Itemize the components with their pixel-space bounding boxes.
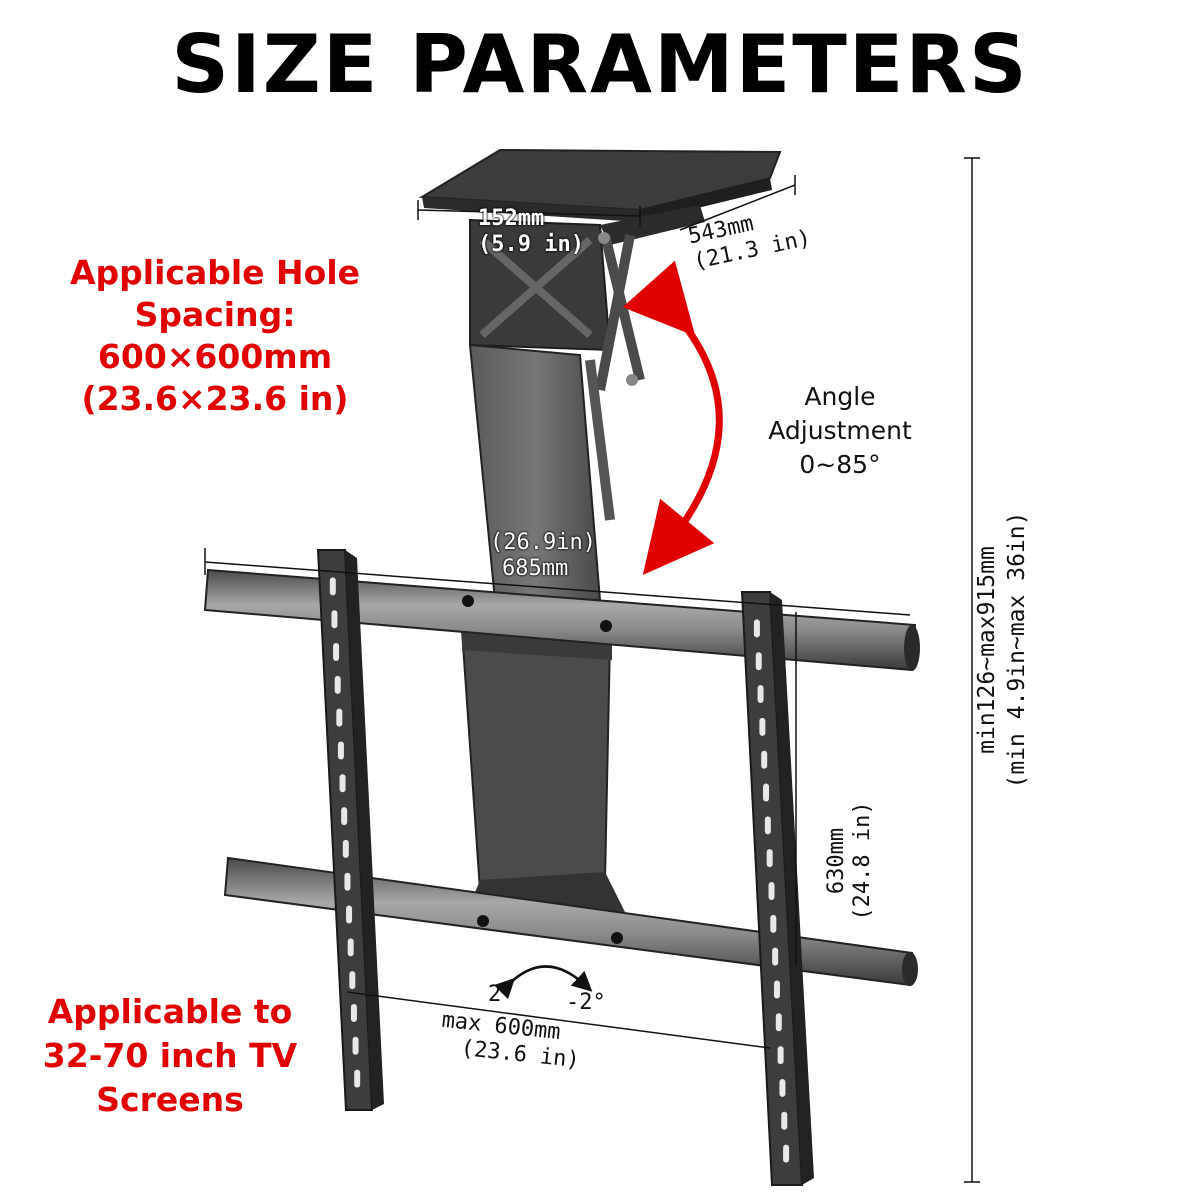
right-vesa-strip [740,591,814,1186]
vesa-height-dim: 630mm (24.8 in) [824,781,876,941]
vesa-slot [757,685,764,704]
hole-spacing-line4: (23.6×23.6 in) [81,379,349,418]
center-plate [460,620,625,912]
total-height-dim: min126~max915mm (min 4.9in~max 36in) [972,490,1032,810]
vesa-slot [346,905,353,924]
hole-spacing-line1: Applicable Hole [69,253,361,292]
screen-size-line1: Applicable to [47,992,293,1031]
screen-size-note: Applicable to 32-70 inch TV Screens [20,990,320,1122]
vesa-slot [783,1144,790,1163]
ceiling-plate [418,148,782,222]
total-height-in: (min 4.9in~max 36in) [1004,511,1030,789]
screen-size-line2: 32-70 inch TV [42,1036,298,1075]
top-plate-mm: 152mm [478,206,545,231]
arm-in: (26.9in) [490,530,596,555]
vesa-slot [331,610,338,629]
tilt-left-label: 2° [488,982,515,1007]
vesa-slot-holes [329,577,790,1163]
vesa-slot [352,1036,359,1055]
lower-crossbar [223,856,918,987]
angle-line2: Adjustment [768,416,912,445]
top-plate-in: (5.9 in) [478,232,584,257]
angle-adjustment-label: Angle Adjustment 0~85° [740,380,940,482]
vesa-slot [329,577,336,596]
dimension-lines [204,157,980,1183]
hole-spacing-note: Applicable Hole Spacing: 600×600mm (23.6… [40,252,390,420]
vesa-slot [342,839,349,858]
page-title: SIZE PARAMETERS [171,18,1029,111]
screen-size-line3: Screens [96,1080,244,1119]
vesa-slot [339,774,346,793]
angle-line1: Angle [804,382,876,411]
upper-crossbar [203,568,920,672]
vesa-slot [775,1013,782,1032]
vesa-slot [779,1078,786,1097]
vesa-slot [755,652,762,671]
vesa-slot [341,807,348,826]
vesa-slot [347,938,354,957]
arm-dim: (26.9in) 685mm [490,530,596,582]
vesa-slot [354,1069,361,1088]
vesa-slot [333,643,340,662]
vesa-slot [344,872,351,891]
vesa-height-mm: 630mm [824,827,849,895]
top-plate-dim: 152mm (5.9 in) [478,206,584,258]
vesa-slot [773,980,780,999]
upper-lift-frame [469,205,705,391]
vesa-slot [770,914,777,933]
vesa-slot [781,1111,788,1130]
vesa-slot [763,783,770,802]
total-height-mm: min126~max915mm [974,546,1000,754]
vesa-slot [349,971,356,990]
main-arm [468,343,615,601]
vesa-slot [768,882,775,900]
arm-mm: 685mm [502,556,569,581]
vesa-slot [766,849,773,868]
hole-spacing-line2: Spacing: [134,295,296,334]
vesa-slot [337,741,344,760]
left-vesa-strip [316,549,384,1111]
vesa-slot [350,1003,357,1022]
vesa-slot [753,619,760,638]
tilt-right-label: -2° [566,990,606,1015]
vesa-slot [777,1046,784,1065]
vesa-slot [759,717,766,736]
angle-line3: 0~85° [799,450,881,479]
vesa-height-in: (24.8 in) [850,801,875,921]
tilt-arrow [493,965,593,1000]
hole-spacing-line3: 600×600mm [97,337,333,376]
angle-adjust-arrow [622,260,723,576]
vesa-slot [772,947,779,966]
vesa-slot [761,750,768,769]
vesa-slot [334,675,341,694]
vesa-slot [764,816,771,835]
mount-screws [462,595,623,944]
vesa-slot [336,708,343,727]
